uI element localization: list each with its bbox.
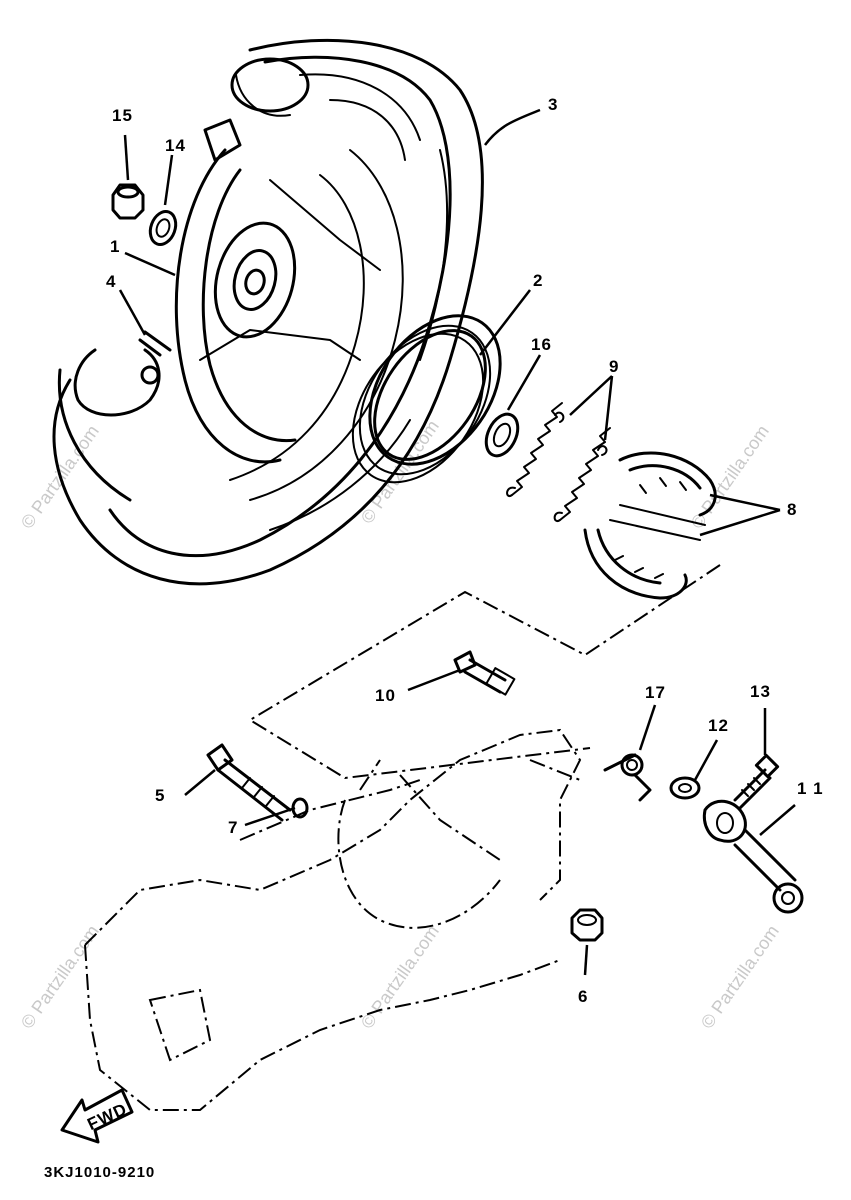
callout-17: 17 bbox=[645, 683, 666, 702]
washer-14 bbox=[148, 210, 178, 246]
bolt-5 bbox=[206, 743, 292, 822]
callout-7: 7 bbox=[228, 818, 238, 837]
callout-9: 9 bbox=[609, 357, 619, 376]
fwd-label: FWD bbox=[84, 1099, 130, 1134]
springs bbox=[506, 402, 611, 523]
brake-shoes bbox=[583, 451, 717, 600]
washer-16 bbox=[484, 412, 520, 458]
callouts: 15 14 3 1 4 2 16 9 8 10 17 13 12 1 1 5 7… bbox=[106, 95, 824, 1006]
callout-15: 15 bbox=[112, 106, 133, 125]
brake-camshaft bbox=[453, 650, 516, 696]
callout-3: 3 bbox=[548, 95, 558, 114]
wheel-rim bbox=[57, 118, 381, 502]
watermark: © Partzilla.com bbox=[697, 921, 783, 1032]
bolt-13 bbox=[733, 753, 780, 810]
seal-ring bbox=[351, 314, 502, 484]
callout-2: 2 bbox=[533, 271, 543, 290]
diagram-code: 3KJ1010-9210 bbox=[44, 1164, 156, 1181]
callout-14: 14 bbox=[165, 136, 186, 155]
callout-5: 5 bbox=[155, 786, 165, 805]
callout-12: 12 bbox=[708, 716, 729, 735]
fwd-arrow: FWD bbox=[60, 1088, 134, 1144]
callout-13: 13 bbox=[750, 682, 771, 701]
watermarks: © Partzilla.com © Partzilla.com © Partzi… bbox=[17, 416, 783, 1032]
leader-lines bbox=[118, 108, 796, 976]
crankcase bbox=[84, 728, 582, 1111]
exploded-outline bbox=[248, 564, 721, 780]
brake-lever bbox=[702, 799, 804, 914]
return-spring bbox=[603, 753, 652, 802]
callout-6: 6 bbox=[578, 987, 588, 1006]
nut-6 bbox=[570, 908, 604, 942]
callout-11: 1 1 bbox=[797, 779, 824, 798]
callout-8: 8 bbox=[787, 500, 797, 519]
callout-16: 16 bbox=[531, 335, 552, 354]
valve bbox=[138, 330, 172, 385]
nut-15 bbox=[111, 183, 145, 220]
callout-10: 10 bbox=[375, 686, 396, 705]
watermark: © Partzilla.com bbox=[357, 921, 443, 1032]
callout-4: 4 bbox=[106, 272, 116, 291]
washer-12 bbox=[669, 776, 701, 800]
callout-1: 1 bbox=[110, 237, 120, 256]
